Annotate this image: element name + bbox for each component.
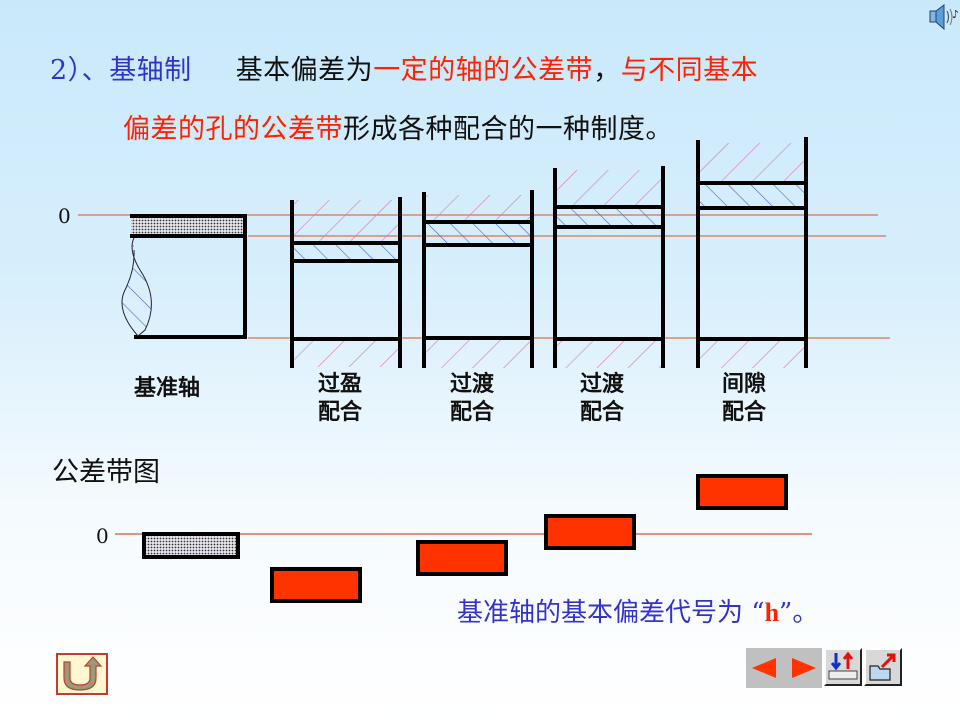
return-button[interactable] — [56, 653, 108, 695]
definition-line-1: 2）、基轴制 基本偏差为一定的轴的公差带，与不同基本 — [50, 48, 758, 87]
label-line: 间隙 — [722, 371, 767, 397]
reference-shaft-drawing — [121, 214, 247, 339]
label-line: 配合 — [450, 399, 495, 425]
hole-band-2 — [416, 540, 508, 576]
tolerance-zero-label: 0 — [96, 524, 109, 548]
label-line: 配合 — [318, 399, 363, 425]
transition-fit-2-drawing — [553, 166, 665, 368]
u-turn-return-icon — [63, 656, 103, 691]
svg-text:♪: ♪ — [952, 8, 959, 21]
speaker-sound-icon[interactable]: ♪ — [928, 2, 960, 32]
triangle-right-icon[interactable] — [788, 656, 818, 680]
note-text: ”。 — [779, 598, 819, 628]
section-title: 基轴制 — [109, 55, 192, 86]
definition-line-2: 偏差的孔的公差带形成各种配合的一种制度。 — [123, 107, 673, 146]
hole-band-3 — [544, 514, 636, 550]
hole-band-4 — [696, 474, 788, 510]
label-line: 配合 — [580, 399, 625, 425]
transition-fit-1-drawing — [422, 190, 534, 368]
label-line: 过盈 — [318, 371, 363, 397]
label-reference-shaft: 基准轴 — [134, 375, 201, 401]
clearance-fit-drawing — [696, 137, 808, 368]
label-clearance-fit: 间隙 配合 — [722, 370, 766, 426]
zero-label: 0 — [58, 204, 71, 228]
label-transition-fit-1: 过渡 配合 — [450, 370, 494, 426]
definition-highlight: 与不同基本 — [620, 55, 759, 86]
up-down-arrows-icon — [828, 651, 858, 680]
tolerance-band-title: 公差带图 — [52, 457, 160, 488]
label-line: 过渡 — [580, 371, 625, 397]
up-down-button[interactable] — [824, 648, 862, 686]
definition-comma: ， — [593, 55, 621, 86]
label-line: 配合 — [722, 399, 767, 425]
shaft-band — [142, 532, 240, 559]
deviation-code: h — [764, 598, 780, 627]
open-file-button[interactable] — [864, 648, 902, 686]
hole-band-1 — [270, 567, 362, 603]
note-text: 基准轴的基本偏差代号为 “ — [457, 598, 765, 628]
definition-text: 形成各种配合的一种制度。 — [343, 114, 673, 145]
triangle-left-icon[interactable] — [750, 656, 780, 680]
prev-next-group — [746, 648, 822, 688]
definition-highlight: 一定的轴的公差带 — [373, 55, 594, 86]
basic-deviation-note: 基准轴的基本偏差代号为 “h”。 — [457, 592, 818, 629]
label-transition-fit-2: 过渡 配合 — [580, 370, 624, 426]
navigation-bar — [746, 648, 902, 688]
definition-highlight: 偏差的孔的公差带 — [123, 114, 343, 145]
folder-export-icon — [869, 653, 896, 681]
section-number: 2）、 — [50, 55, 110, 86]
label-interference-fit: 过盈 配合 — [318, 370, 362, 426]
label-line: 过渡 — [450, 371, 495, 397]
definition-text: 基本偏差为 — [235, 55, 374, 86]
interference-fit-drawing — [290, 197, 402, 368]
